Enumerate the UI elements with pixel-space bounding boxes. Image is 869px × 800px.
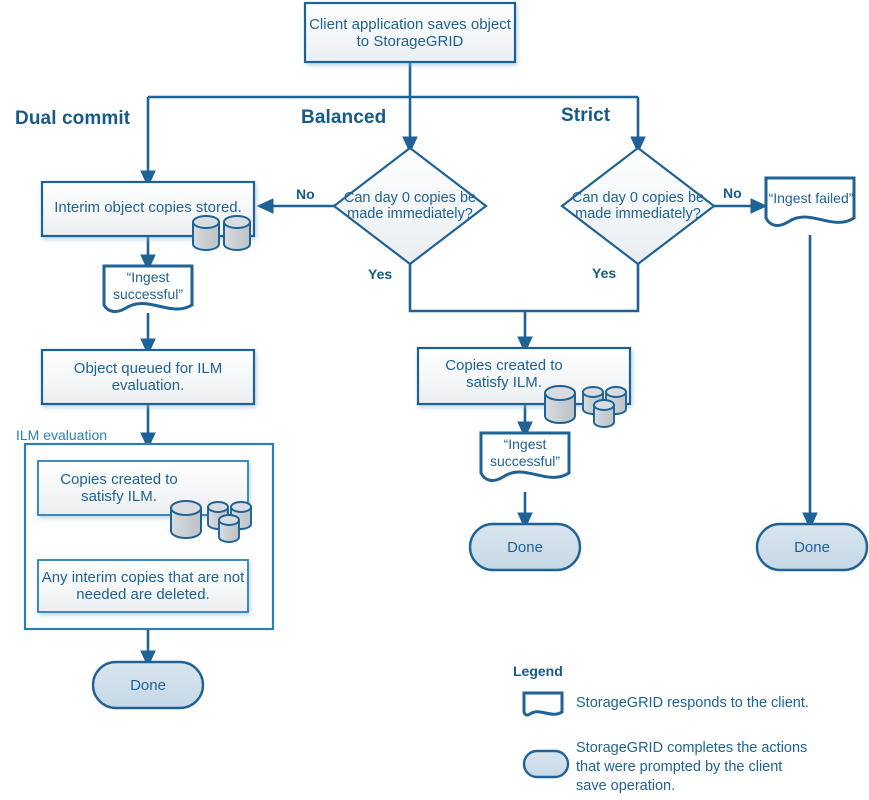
node-ingest-successful-center-label: “Ingest successful”: [489, 436, 561, 469]
node-copies-created-left-label: Copies created to satisfy ILM.: [60, 471, 178, 505]
legend-item-1-text: StorageGRID completes the actions that w…: [576, 740, 808, 795]
legend-item-0-text: StorageGRID responds to the client.: [576, 695, 809, 711]
group-ilm-evaluation-label: ILM evaluation: [16, 427, 108, 443]
branch-title-balanced: Balanced: [301, 107, 387, 128]
node-object-queued-for-ilm-label: Object queued for ILM evaluation.: [73, 360, 223, 394]
edge-label-strict-no: No: [723, 185, 742, 201]
legend-title: Legend: [513, 663, 563, 679]
edge-label-balanced-yes: Yes: [368, 266, 393, 282]
node-copies-created-center-label: Copies created to satisfy ILM.: [445, 357, 563, 391]
node-decision-balanced-label: Can day 0 copies be made immediately?: [343, 190, 477, 222]
node-client-application-saves-label: Client application saves object to Stora…: [309, 15, 511, 50]
node-interim-copies-deleted-label: Any interim copies that are not needed a…: [41, 569, 245, 603]
edge-label-balanced-no: No: [296, 186, 315, 202]
branch-title-strict: Strict: [561, 105, 611, 126]
node-decision-strict-label: Can day 0 copies be made immediately?: [571, 190, 705, 222]
node-done-center-label: Done: [507, 538, 543, 556]
node-done-left-label: Done: [130, 676, 166, 694]
branch-title-dual-commit: Dual commit: [15, 108, 131, 129]
node-interim-object-copies-label: Interim object copies stored.: [54, 198, 242, 216]
node-ingest-failed-label: “Ingest failed”: [768, 189, 854, 206]
edge-label-strict-yes: Yes: [592, 265, 617, 281]
node-ingest-successful-left-label: “Ingest successful”: [112, 269, 184, 302]
node-done-right-label: Done: [794, 538, 830, 556]
